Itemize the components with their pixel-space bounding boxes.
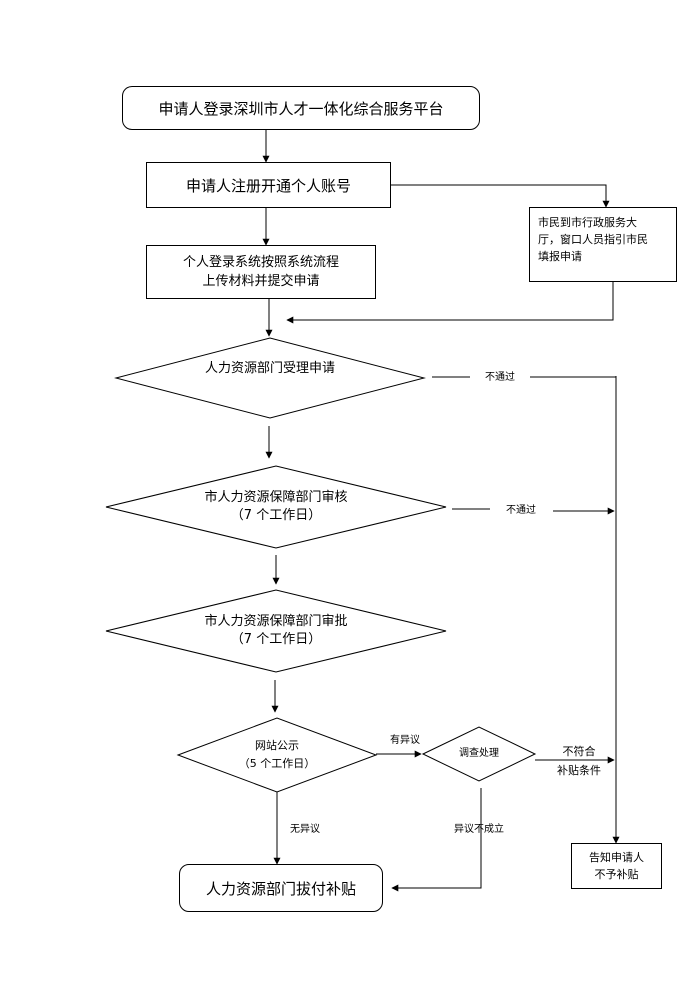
approve-diamond [105,589,447,673]
register-box: 申请人注册开通个人账号 [146,162,391,208]
register-label: 申请人注册开通个人账号 [185,176,351,195]
objection-invalid-label: 异议不成立 [454,824,504,835]
investigate-diamond [421,726,537,782]
allocate-label: 人力资源部门拔付补贴 [205,879,356,898]
accept-label: 人力资源部门受理申请 [204,361,335,376]
reject2-label: 不通过 [506,505,536,516]
arrow-investigate-allocate [391,788,482,892]
review-diamond [105,465,447,549]
not-eligible-label: 不符合 补贴条件 [557,745,601,777]
allocate-box: 人力资源部门拔付补贴 [179,864,383,912]
reject1-label: 不通过 [485,372,515,383]
publicity-diamond [176,717,378,793]
no-objection-label: 无异议 [290,824,320,835]
arrow-register-hall [391,184,610,208]
hall-label: 市民到市行政服务大 厅，窗口人员指引市民 填报申请 [538,216,648,263]
publicity-label: 网站公示 （5 个工作日） [238,739,316,770]
notify-label: 告知申请人 不予补贴 [589,851,644,881]
login-box: 申请人登录深圳市人才一体化综合服务平台 [122,86,480,130]
investigate-label: 调查处理 [459,748,499,759]
submit-box: 个人登录系统按照系统流程 上传材料并提交申请 [146,245,376,299]
submit-label: 个人登录系统按照系统流程 上传材料并提交申请 [182,255,339,289]
approve-label: 市人力资源保障部门审批 （7 个工作日） [204,614,348,647]
accept-diamond [114,337,426,419]
login-label: 申请人登录深圳市人才一体化综合服务平台 [158,99,444,118]
review-label: 市人力资源保障部门审核 （7 个工作日） [204,490,348,523]
objection-label: 有异议 [390,735,420,746]
arrow-hall-back [286,282,614,324]
notify-box: 告知申请人 不予补贴 [571,843,662,889]
hall-box: 市民到市行政服务大 厅，窗口人员指引市民 填报申请 [529,207,677,282]
